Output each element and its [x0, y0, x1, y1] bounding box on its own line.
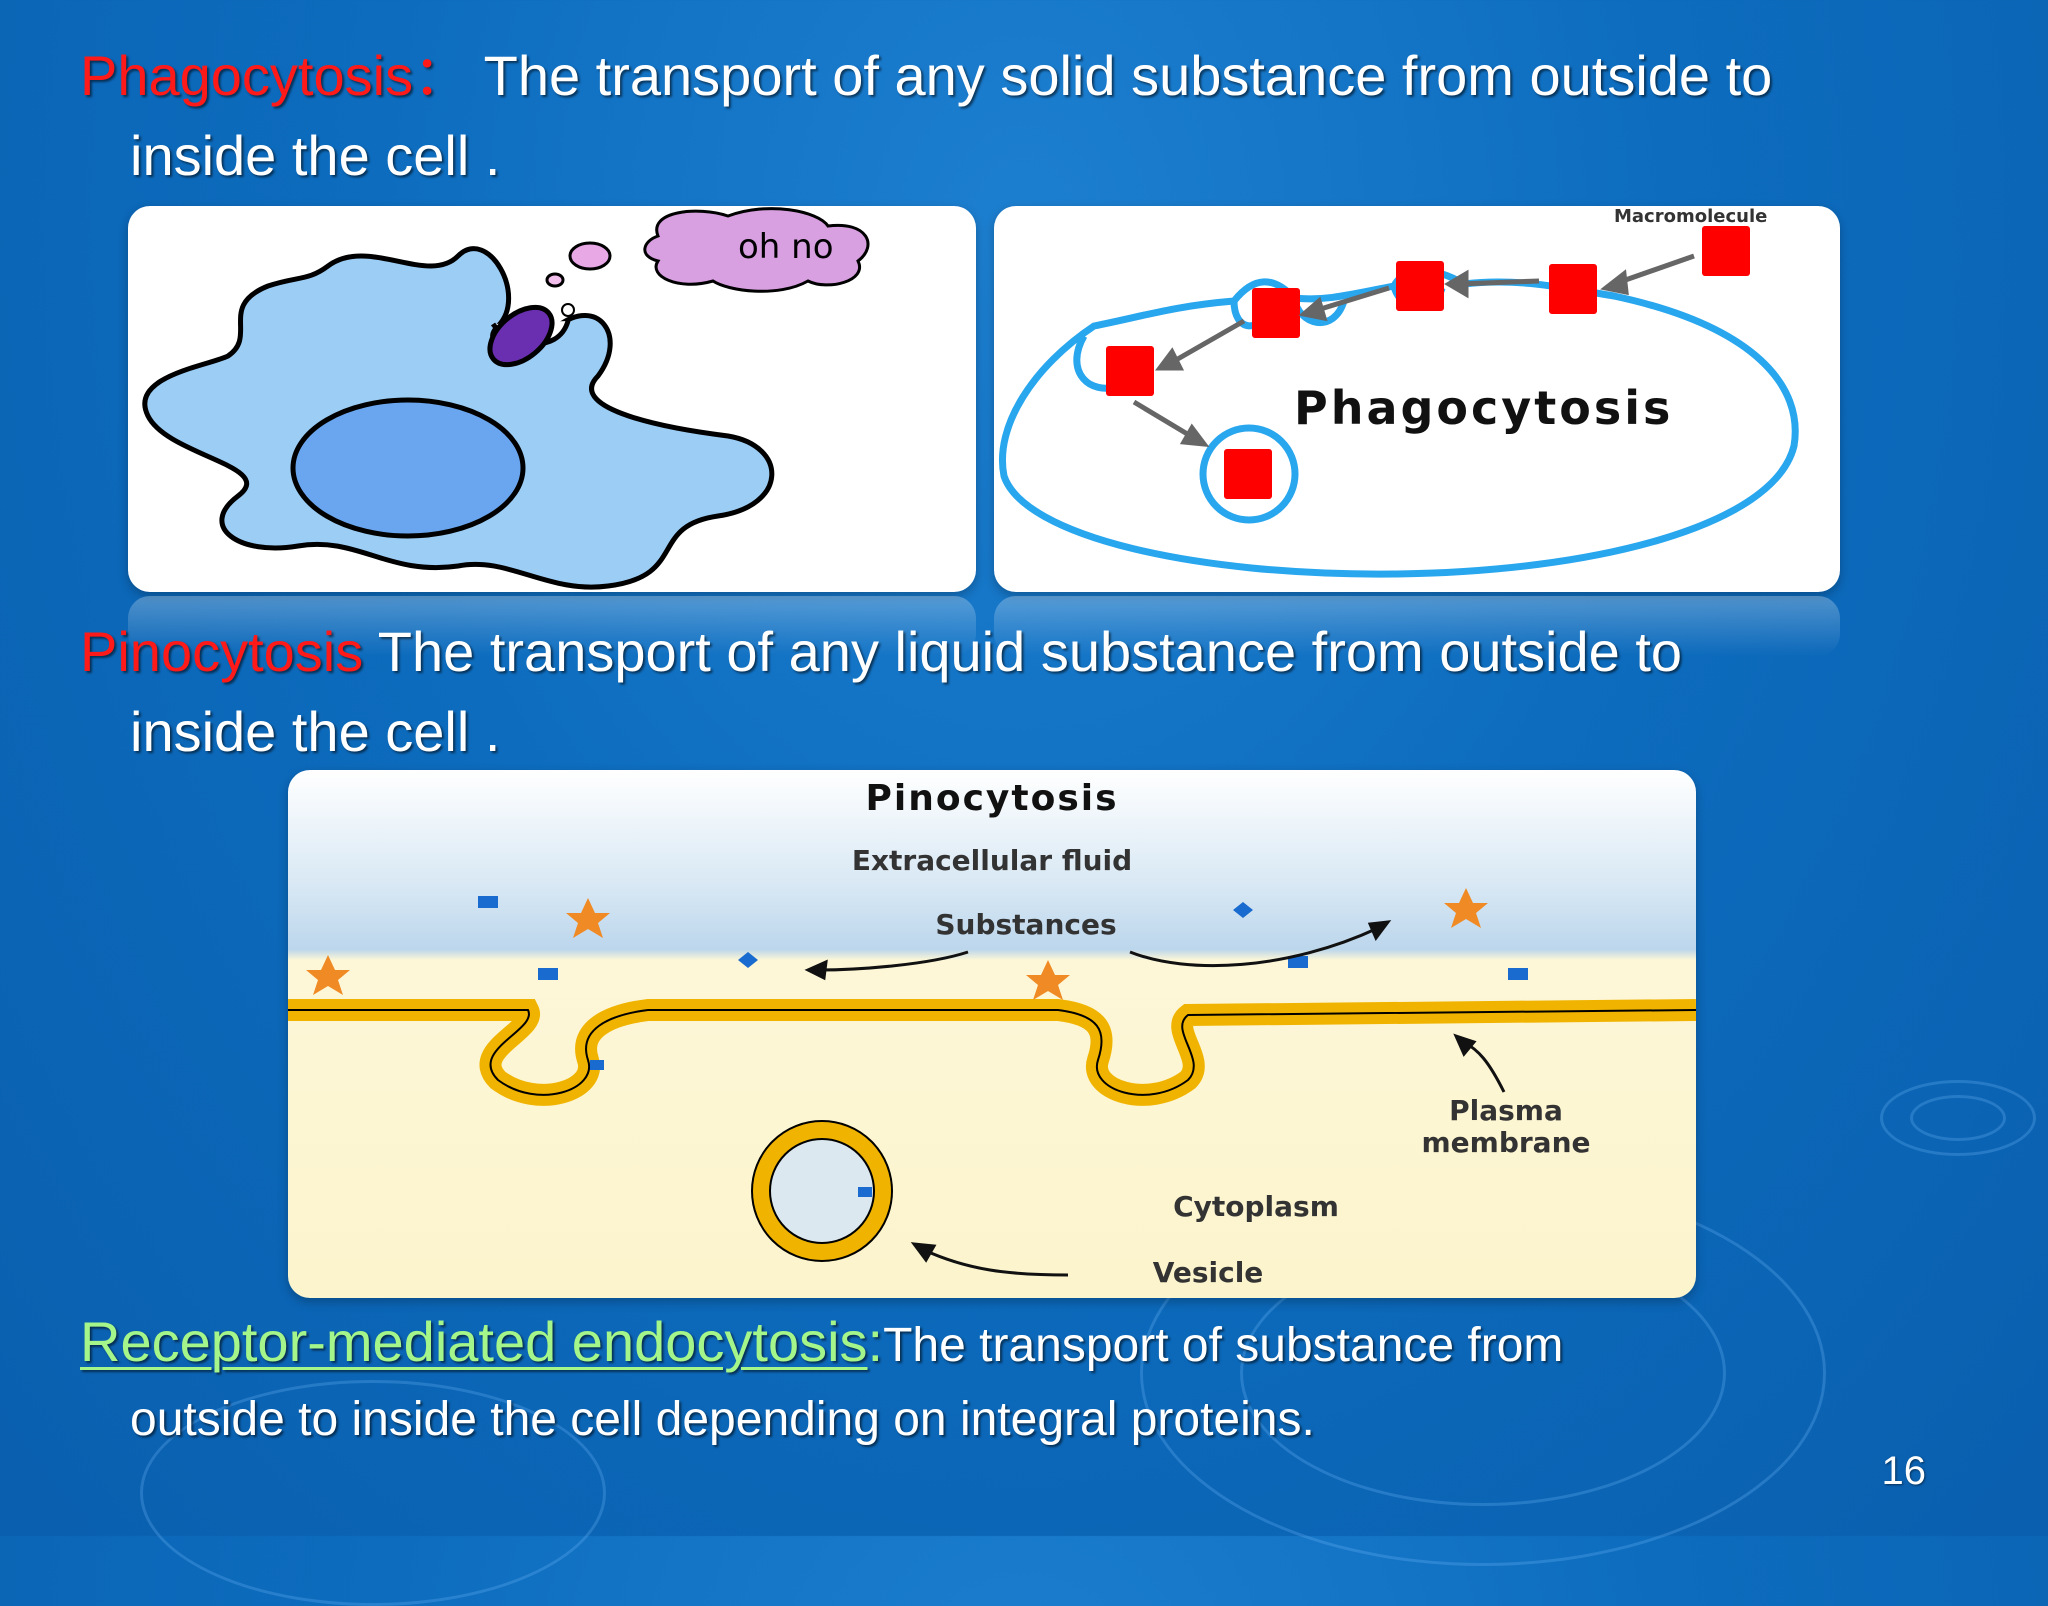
cytoplasm-label: Cytoplasm: [1173, 1190, 1339, 1223]
membrane-label: membrane: [1421, 1126, 1590, 1159]
phagocytosis-diagram-panel: Macromolecule Phagocytosis: [994, 206, 1840, 592]
vesicle-label: Vesicle: [1153, 1256, 1264, 1289]
macromolecule-label: Macromolecule: [1614, 206, 1767, 227]
pinocytosis-definition: Pinocytosis The transport of any liquid …: [80, 620, 1682, 684]
macromolecule-marker: [1224, 449, 1272, 499]
slide-page-number: 16: [1881, 1449, 1927, 1493]
macromolecule-marker: [1549, 264, 1597, 314]
macromolecule-marker: [1702, 226, 1750, 276]
background-ripple: [1910, 1095, 2006, 1141]
macromolecule-marker: [1106, 346, 1154, 396]
receptor-mediated-term[interactable]: Receptor-mediated endocytosis: [80, 1310, 868, 1373]
receptor-mediated-definition-line2: outside to inside the cell depending on …: [130, 1393, 1315, 1446]
receptor-mediated-definition-text: The transport of substance from: [883, 1319, 1564, 1372]
panel-reflection: [128, 596, 976, 656]
receptor-mediated-colon: :: [867, 1310, 884, 1373]
cartoon-illustration: oh no: [142, 207, 870, 590]
pinocytosis-definition-text: The transport of any liquid substance fr…: [363, 620, 1683, 683]
panel-reflection: [994, 596, 1840, 656]
phagocytosis-term: Phagocytosis: [80, 44, 414, 107]
substances-label: Substances: [935, 908, 1116, 941]
pinocytosis-diagram-title: Pinocytosis: [865, 778, 1118, 819]
cartoon-bubble-text: oh no: [738, 227, 834, 267]
pinocytosis-definition-line2: inside the cell .: [130, 700, 501, 763]
phagocytosis-definition-text: The transport of any solid substance fro…: [469, 44, 1773, 107]
macromolecule-marker: [1252, 288, 1300, 338]
pinocytosis-term: Pinocytosis: [80, 620, 364, 683]
phagocytosis-colon: ：: [413, 44, 470, 107]
receptor-mediated-definition: Receptor-mediated endocytosis:The transp…: [80, 1310, 1563, 1378]
phagocytosis-cartoon-panel: oh no: [128, 206, 976, 592]
phagocytosis-definition: Phagocytosis： The transport of any solid…: [80, 44, 1772, 108]
plasma-label: Plasma: [1449, 1094, 1563, 1127]
background-ripple: [1880, 1080, 2036, 1156]
phagocytosis-diagram: Macromolecule Phagocytosis: [999, 206, 1799, 578]
extracellular-fluid-label: Extracellular fluid: [852, 844, 1132, 877]
phagocytosis-diagram-label: Phagocytosis: [1294, 381, 1673, 435]
phagocytosis-definition-line2: inside the cell .: [130, 124, 501, 187]
macromolecule-marker: [1396, 261, 1444, 311]
pinocytosis-illustration: Pinocytosis Extracellular fluid Substanc…: [288, 778, 1696, 1289]
pinocytosis-diagram-panel: Pinocytosis Extracellular fluid Substanc…: [288, 770, 1696, 1298]
